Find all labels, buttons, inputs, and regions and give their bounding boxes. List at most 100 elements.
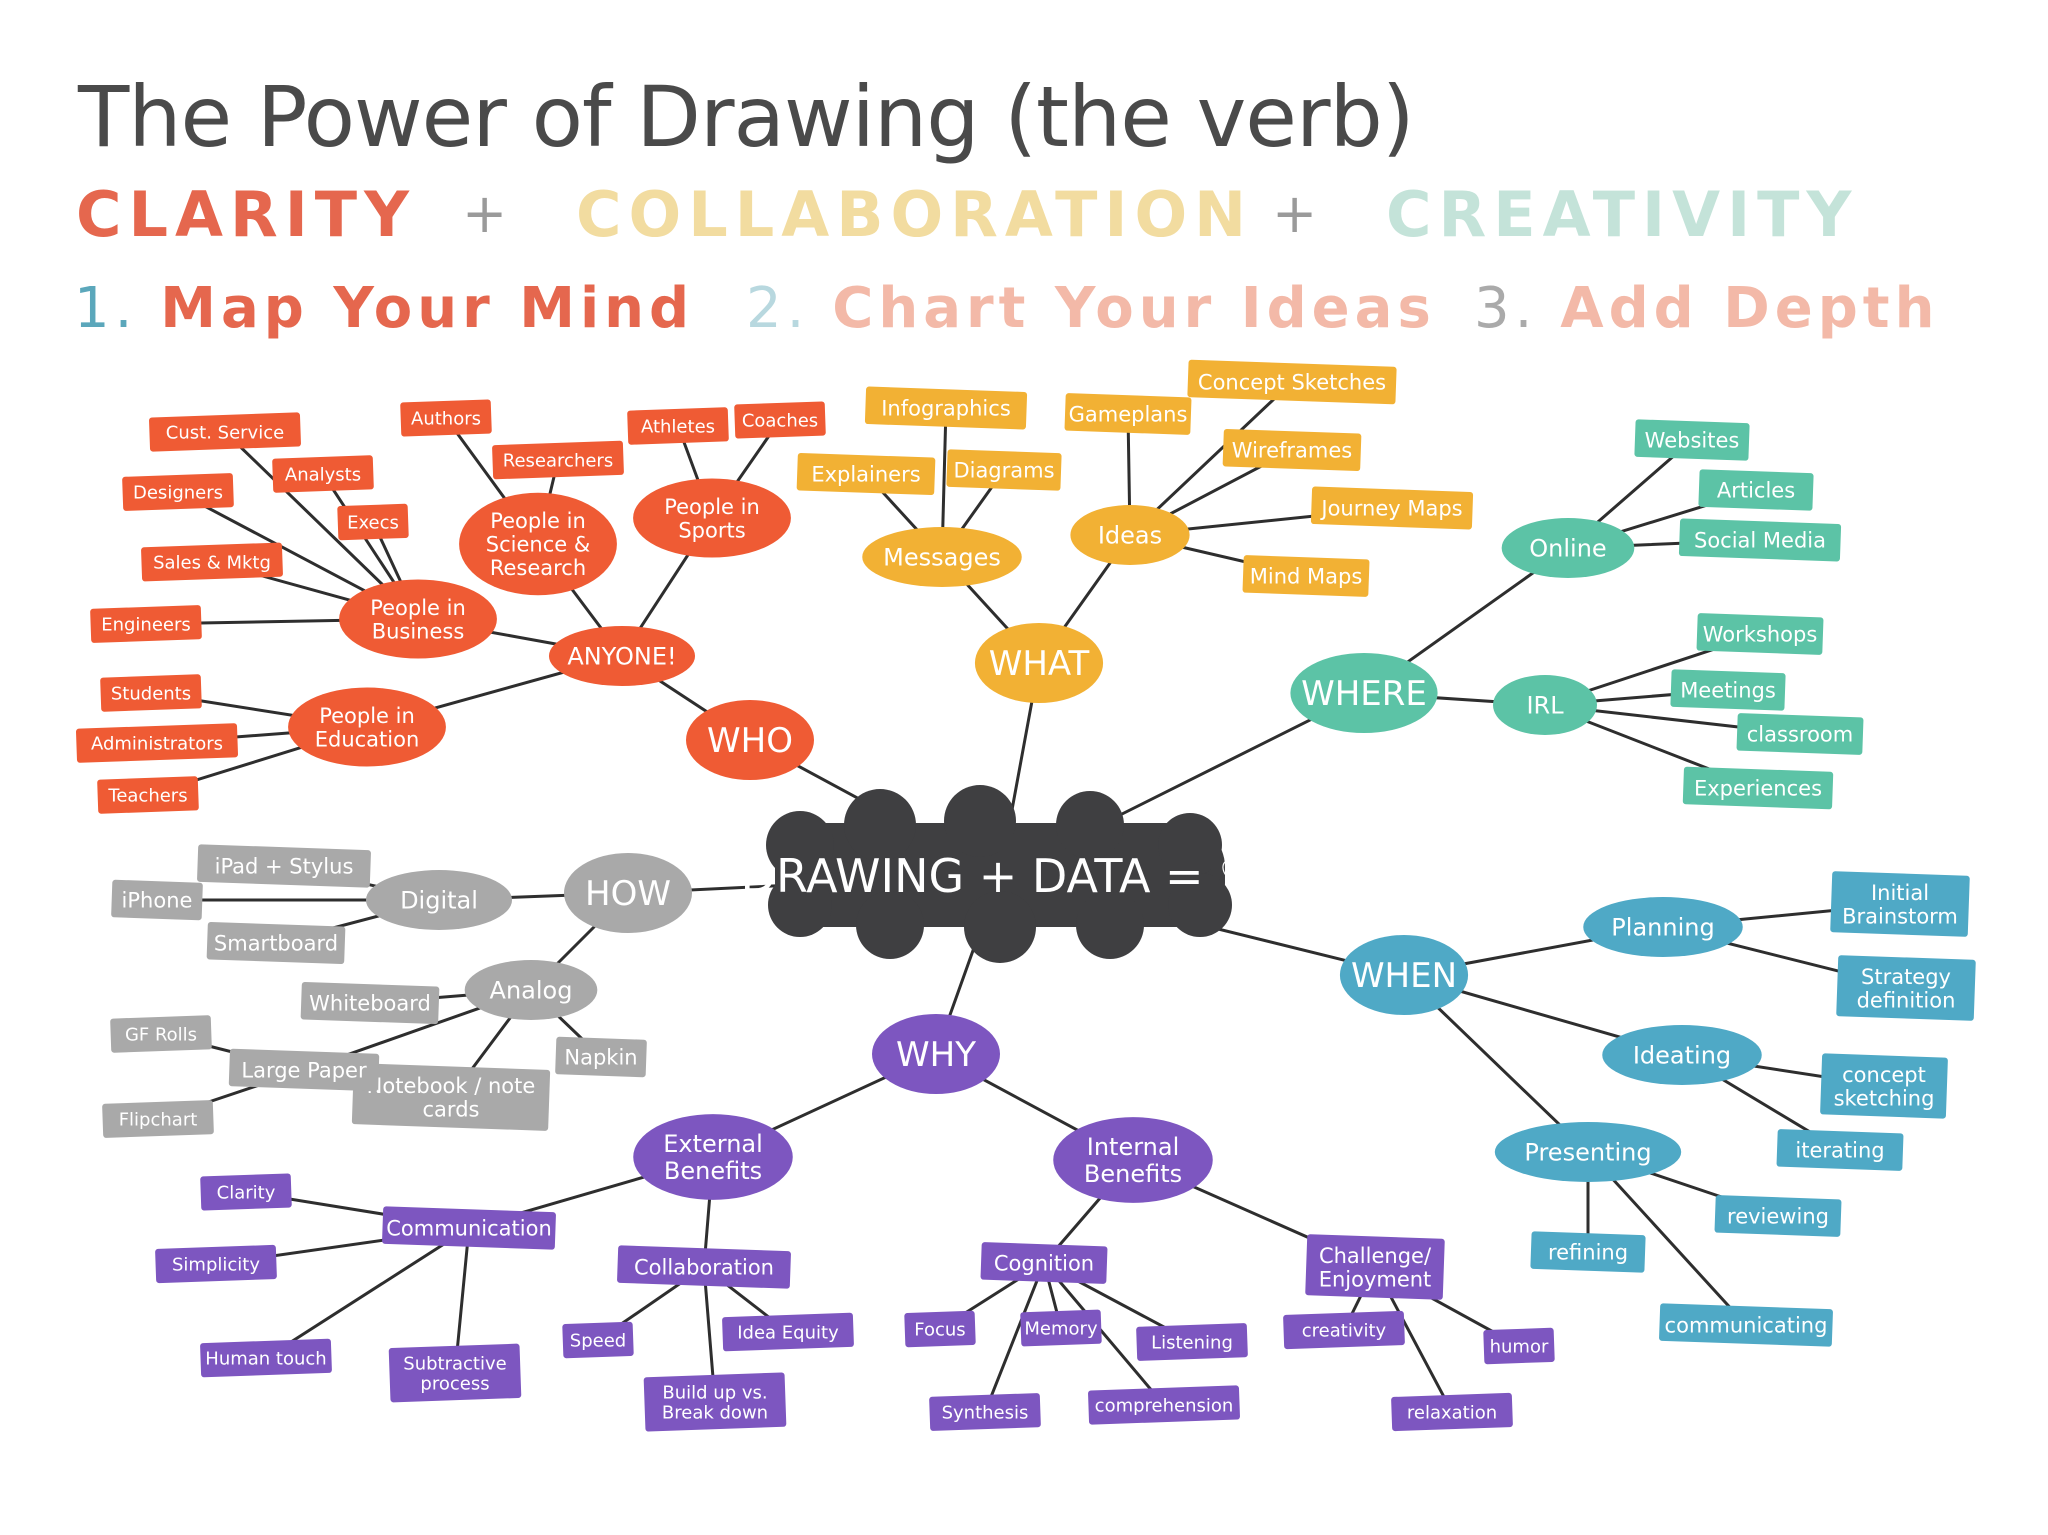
node-label: Digital bbox=[400, 887, 478, 915]
node-gf-rolls: GF Rolls bbox=[110, 1015, 212, 1053]
node-label: Mind Maps bbox=[1250, 565, 1363, 589]
node-tag bbox=[75, 723, 239, 763]
node-communicating: communicating bbox=[1659, 1303, 1833, 1347]
pillar-creativity: CREATIVITY bbox=[1386, 178, 1859, 251]
node-label: refining bbox=[1548, 1241, 1628, 1265]
node-label: Articles bbox=[1717, 479, 1795, 503]
node-speed: Speed bbox=[562, 1321, 634, 1359]
node-iterating: iterating bbox=[1776, 1129, 1904, 1171]
node-tag bbox=[643, 1372, 787, 1432]
node-label: Engineers bbox=[101, 614, 191, 635]
node-whiteboard: Whiteboard bbox=[300, 981, 440, 1025]
node-tag bbox=[1222, 428, 1362, 472]
node-bubble bbox=[862, 527, 1022, 587]
step-number: 3. bbox=[1474, 276, 1538, 341]
node-online: Online bbox=[1501, 518, 1635, 578]
node-mind-maps: Mind Maps bbox=[1242, 555, 1370, 597]
node-bubble bbox=[1583, 897, 1743, 957]
node-wireframes: Wireframes bbox=[1222, 428, 1362, 472]
node-tag bbox=[1187, 359, 1397, 405]
node-how: HOW bbox=[564, 853, 692, 933]
node-label: WHEN bbox=[1351, 956, 1457, 996]
node-label: comprehension bbox=[1095, 1395, 1234, 1416]
node-label: Websites bbox=[1645, 429, 1740, 453]
node-label: Smartboard bbox=[214, 932, 338, 956]
node-tag bbox=[796, 452, 936, 496]
node-classroom: classroom bbox=[1736, 713, 1864, 755]
node-who: WHO bbox=[686, 700, 814, 780]
node-tag bbox=[492, 440, 624, 480]
node-authors: Authors bbox=[400, 399, 492, 437]
node-synthesis: Synthesis bbox=[929, 1393, 1041, 1431]
node-tag bbox=[228, 1048, 380, 1092]
node-tag bbox=[351, 1063, 551, 1131]
node-tag bbox=[555, 1036, 647, 1078]
node-tag bbox=[864, 386, 1028, 430]
node-tag bbox=[1698, 469, 1814, 511]
node-analysts: Analysts bbox=[272, 455, 374, 493]
center-cloud-puff bbox=[1158, 813, 1222, 877]
node-bubble bbox=[365, 870, 513, 930]
node-concept-sketches: Concept Sketches bbox=[1187, 359, 1397, 405]
node-label: Cognition bbox=[994, 1252, 1094, 1276]
node-bubble bbox=[1501, 518, 1635, 578]
connector-line bbox=[264, 1226, 471, 1360]
node-label: Ideating bbox=[1633, 1042, 1731, 1070]
node-communication: Communication bbox=[382, 1206, 556, 1250]
node-tag bbox=[272, 455, 374, 493]
node-bubble bbox=[548, 626, 696, 686]
node-presenting: Presenting bbox=[1494, 1122, 1682, 1182]
node-tag bbox=[122, 473, 234, 511]
node-tag bbox=[1483, 1327, 1555, 1365]
node-label: Collaboration bbox=[634, 1256, 774, 1280]
node-label: Authors bbox=[411, 408, 481, 429]
node-label: Speed bbox=[570, 1330, 626, 1351]
node-relaxation: relaxation bbox=[1391, 1392, 1513, 1432]
node-label: HOW bbox=[585, 874, 671, 914]
node-label: Communication bbox=[386, 1217, 552, 1241]
node-tag bbox=[929, 1393, 1041, 1431]
center-label: DRAWING + DATA = ♡ bbox=[741, 849, 1260, 903]
node-label: Analysts bbox=[285, 464, 361, 485]
node-label: iPad + Stylus bbox=[215, 855, 354, 879]
node-label: Napkin bbox=[564, 1046, 637, 1070]
node-bubble bbox=[339, 579, 497, 659]
node-label: reviewing bbox=[1727, 1205, 1829, 1229]
node-label: Synthesis bbox=[942, 1402, 1029, 1423]
node-tag bbox=[111, 879, 203, 921]
node-label: Execs bbox=[347, 512, 399, 533]
node-human-touch: Human touch bbox=[200, 1338, 332, 1378]
node-large-paper: Large Paper bbox=[228, 1048, 380, 1092]
node-creativity: creativity bbox=[1283, 1310, 1405, 1350]
node-researchers: Researchers bbox=[492, 440, 624, 480]
node-label: Experiences bbox=[1694, 777, 1822, 801]
step-number: 1. bbox=[74, 276, 138, 341]
connector-line bbox=[1586, 1150, 1748, 1327]
mind-map-nodes: Cust. ServiceDesignersAnalystsExecsSales… bbox=[75, 359, 1976, 1432]
node-label: WHAT bbox=[989, 644, 1090, 684]
center-cloud-puff bbox=[944, 785, 1016, 857]
node-meetings: Meetings bbox=[1670, 669, 1786, 711]
node-build-up-vs-break-down: Build up vs.Break down bbox=[643, 1372, 787, 1432]
node-memory: Memory bbox=[1020, 1309, 1102, 1347]
node-teachers: Teachers bbox=[97, 776, 199, 814]
step-number: 2. bbox=[746, 276, 810, 341]
node-tag bbox=[627, 407, 729, 445]
node-tag bbox=[100, 674, 202, 712]
node-tag bbox=[382, 1206, 556, 1250]
node-tag bbox=[1736, 713, 1864, 755]
node-bubble bbox=[1339, 935, 1469, 1015]
pillar-collaboration: COLLABORATION bbox=[576, 178, 1254, 251]
node-bubble bbox=[872, 1014, 1000, 1094]
node-tag bbox=[1714, 1195, 1842, 1237]
node-bubble bbox=[1493, 675, 1597, 735]
center-cloud-puff bbox=[856, 891, 924, 959]
node-tag bbox=[97, 776, 199, 814]
node-label: Listening bbox=[1151, 1332, 1233, 1353]
